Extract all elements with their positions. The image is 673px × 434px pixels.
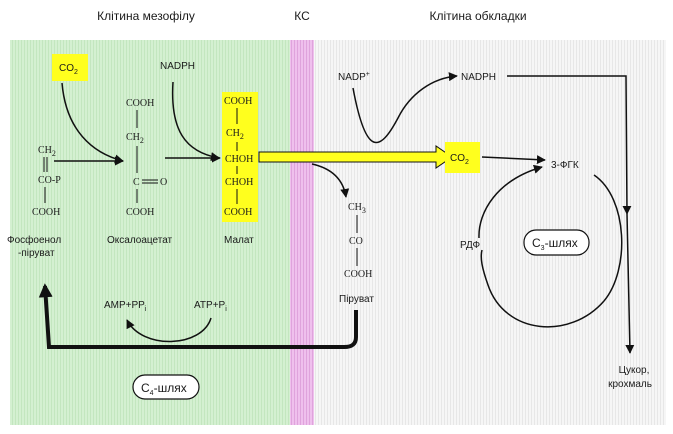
co2-box-left: [52, 54, 88, 81]
arrow-nadph-to-cycle: [507, 75, 632, 215]
header-mesophyll: Клітина мезофілу: [97, 9, 195, 23]
bundle-sheath-region: [314, 40, 666, 425]
calvin-cycle-right: [593, 174, 623, 302]
malate-cooh-bottom: COOH: [224, 207, 252, 218]
malate-name: Малат: [224, 235, 254, 246]
oaa-c: C: [133, 177, 140, 188]
pep-ch2: CH2: [38, 145, 56, 158]
c3-pathway-box: [523, 229, 590, 256]
pga-label: 3-ФГК: [551, 160, 579, 171]
oaa-cooh-bottom: COOH: [126, 207, 154, 218]
oaa-cooh-top: COOH: [126, 98, 154, 109]
pep-cop: CO-P: [38, 175, 61, 186]
pep-name-line2: -піруват: [18, 248, 55, 259]
calvin-cycle-bottom: [480, 249, 605, 328]
header-ks: КС: [294, 9, 310, 23]
sugar-line2: крохмаль: [608, 379, 652, 390]
oxaloacetate-name: Оксалоацетат: [107, 235, 173, 246]
c4-pathway-label: C4-шлях: [141, 381, 187, 397]
oxaloacetate-structure: COOH CH2 C O COOH: [126, 98, 167, 218]
rdf-label: РДФ: [460, 240, 481, 251]
malate-highlight: [222, 92, 258, 222]
arrow-nadph-to-malate: [171, 81, 220, 162]
arrow-nadp-to-nadph: [352, 72, 458, 144]
sugar-line1: Цукор,: [619, 365, 650, 376]
pep-structure: CH2 CO-P COOH: [32, 145, 61, 218]
nadph-label-left: NADPH: [160, 61, 195, 72]
pyruvate-structure: CH3 CO COOH: [344, 202, 372, 280]
nadp-plus-label: NADP+: [338, 71, 370, 83]
pyr-cooh: COOH: [344, 269, 372, 280]
malate-ch2: CH2: [226, 128, 244, 141]
malate-choh-b: CHOH: [225, 177, 253, 188]
arrow-co2-to-pga: [481, 155, 546, 165]
co2-box-right: [445, 142, 480, 173]
pyruvate-name: Піруват: [339, 294, 374, 305]
pep-cooh: COOH: [32, 207, 60, 218]
amp-label: AMP+PPi: [104, 300, 147, 313]
arrow-to-sugar: [625, 213, 635, 354]
pyr-co: CO: [349, 236, 363, 247]
c3-pathway-label: C3-шлях: [532, 236, 578, 252]
calvin-cycle-left: [478, 164, 543, 239]
co2-label-right: CO2: [450, 153, 469, 166]
atp-label: ATP+Pi: [194, 300, 227, 313]
co2-label-left: CO2: [59, 63, 78, 76]
malate-transport-arrow: [258, 145, 453, 169]
oaa-o: O: [160, 177, 167, 188]
arrow-to-pyruvate: [311, 163, 350, 198]
header-bundle-sheath: Клітина обкладки: [429, 9, 526, 23]
pep-name-line1: Фосфоенол: [7, 234, 61, 246]
arrow-co2-to-oxaloacetate: [61, 82, 124, 164]
c4-return-arrow: [38, 283, 358, 349]
c4-pathway-box: [132, 374, 200, 400]
arrow-atp-to-amp: [126, 317, 212, 343]
ks-region: [290, 40, 314, 425]
oaa-ch2: CH2: [126, 132, 144, 145]
malate-choh-a: CHOH: [225, 154, 253, 165]
malate-structure: COOH CH2 CHOH CHOH COOH: [224, 96, 253, 218]
pyr-ch3: CH3: [348, 202, 366, 215]
malate-cooh-top: COOH: [224, 96, 252, 107]
nadph-label-right: NADPH: [461, 72, 496, 83]
